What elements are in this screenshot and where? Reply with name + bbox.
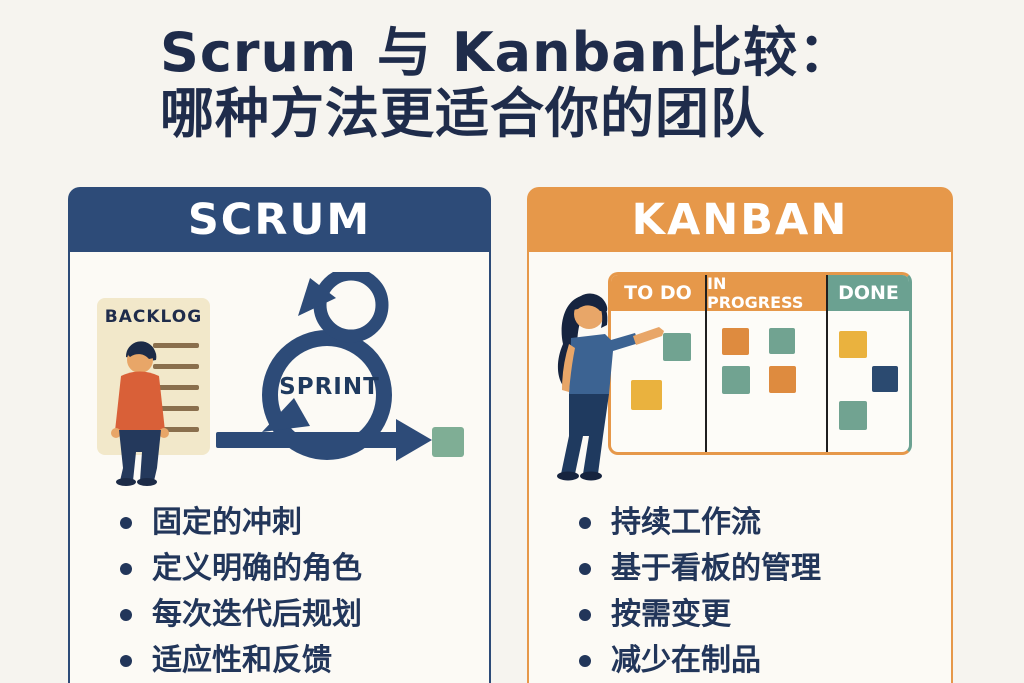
- bullet-label: 按需变更: [611, 597, 731, 632]
- bullet-dot-icon: [579, 654, 591, 667]
- board-column-todo: TO DO: [611, 275, 705, 452]
- bullet-dot-icon: [579, 562, 591, 575]
- kanban-bullet-list: 持续工作流 基于看板的管理 按需变更 减少在制品: [529, 506, 951, 677]
- title-line-2: 哪种方法更适合你的团队: [160, 82, 765, 145]
- page-title: Scrum 与 Kanban比较： 哪种方法更适合你的团队: [160, 22, 853, 144]
- list-item: 定义明确的角色: [120, 552, 489, 585]
- kanban-board: TO DO IN PROGRESS: [608, 272, 912, 455]
- woman-person-icon: [557, 293, 664, 481]
- backlog-line: [153, 364, 199, 369]
- backlog-line: [153, 385, 199, 390]
- sprint-label: SPRINT: [279, 374, 380, 400]
- column-body: [611, 311, 705, 452]
- title-line-1: Scrum 与 Kanban比较：: [160, 21, 854, 84]
- scrum-bullet-list: 固定的冲刺 定义明确的角色 每次迭代后规划 适应性和反馈: [70, 506, 489, 677]
- kanban-card-header: KANBAN: [527, 187, 953, 252]
- list-item: 适应性和反馈: [120, 644, 489, 677]
- sticky-note: [722, 366, 750, 394]
- column-header-todo: TO DO: [611, 275, 705, 311]
- sticky-note: [872, 366, 898, 392]
- kanban-illustration: TO DO IN PROGRESS: [529, 252, 951, 502]
- man-person-icon: [111, 341, 169, 486]
- bullet-label: 适应性和反馈: [152, 643, 332, 678]
- bullet-dot-icon: [579, 608, 591, 621]
- sticky-note: [769, 366, 796, 393]
- sticky-note: [663, 333, 691, 361]
- scrum-card: SCRUM BACKLOG: [68, 187, 491, 683]
- bullet-label: 减少在制品: [611, 643, 761, 678]
- backlog-line: [153, 427, 199, 432]
- sticky-note: [631, 380, 662, 410]
- sticky-note: [769, 328, 795, 354]
- bullet-label: 定义明确的角色: [152, 551, 362, 586]
- sticky-note: [839, 401, 867, 430]
- bullet-dot-icon: [120, 516, 132, 529]
- scrum-card-header: SCRUM: [68, 187, 491, 252]
- bullet-label: 持续工作流: [611, 505, 761, 540]
- column-body: [707, 311, 826, 452]
- sprint-loop-icon: [216, 272, 432, 461]
- kanban-card: KANBAN TO DO IN PROGRESS: [527, 187, 953, 683]
- bullet-dot-icon: [120, 562, 132, 575]
- bullet-dot-icon: [120, 608, 132, 621]
- sticky-note: [722, 328, 749, 355]
- column-body: [828, 311, 909, 452]
- backlog-line: [153, 406, 199, 411]
- column-header-done: DONE: [828, 275, 909, 311]
- board-column-done: DONE: [826, 275, 909, 452]
- list-item: 持续工作流: [579, 506, 951, 539]
- scrum-card-body: BACKLOG: [68, 252, 491, 683]
- list-item: 基于看板的管理: [579, 552, 951, 585]
- task-square-icon: [432, 427, 464, 457]
- list-item: 减少在制品: [579, 644, 951, 677]
- scrum-illustration: BACKLOG: [70, 252, 489, 502]
- bullet-label: 基于看板的管理: [611, 551, 821, 586]
- list-item: 每次迭代后规划: [120, 598, 489, 631]
- list-item: 固定的冲刺: [120, 506, 489, 539]
- sticky-note: [839, 331, 867, 358]
- kanban-card-body: TO DO IN PROGRESS: [527, 252, 953, 683]
- backlog-line: [153, 343, 199, 348]
- bullet-dot-icon: [579, 516, 591, 529]
- column-header-in-progress: IN PROGRESS: [707, 275, 826, 312]
- list-item: 按需变更: [579, 598, 951, 631]
- bullet-label: 每次迭代后规划: [152, 597, 362, 632]
- bullet-dot-icon: [120, 654, 132, 667]
- backlog-label: BACKLOG: [104, 307, 203, 327]
- board-column-in-progress: IN PROGRESS: [705, 275, 826, 452]
- bullet-label: 固定的冲刺: [152, 505, 302, 540]
